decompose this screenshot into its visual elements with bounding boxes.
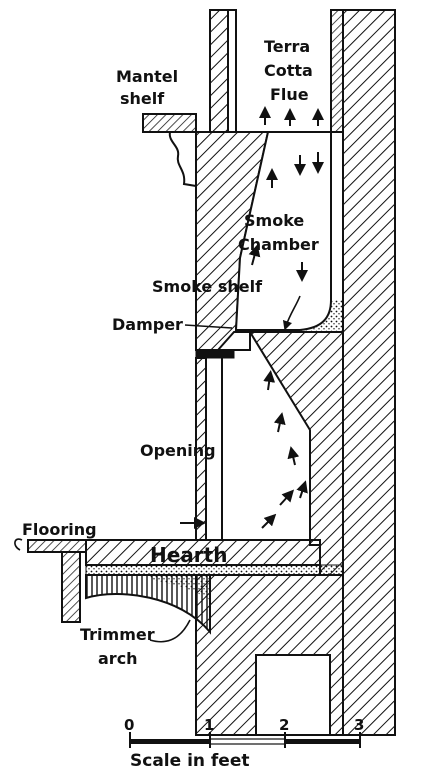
lintel	[195, 349, 235, 359]
label-smoke-shelf: Smoke shelf	[152, 277, 263, 296]
scale-tick-0: 0	[124, 716, 134, 734]
ash-pit	[255, 654, 331, 736]
mantel-bracket	[168, 131, 197, 187]
smoke-flow-arrows	[180, 106, 324, 529]
label-mantel-1: Mantel	[116, 67, 178, 86]
label-mantel-2: shelf	[120, 89, 165, 108]
scale-tick-2: 2	[279, 716, 289, 734]
label-flue-2: Cotta	[264, 61, 313, 80]
label-chamber-2: Chamber	[238, 235, 319, 254]
label-opening: Opening	[140, 441, 216, 460]
label-damper: Damper	[112, 315, 183, 334]
fireback-block	[248, 331, 344, 576]
flooring-board	[27, 539, 87, 553]
smoke-shelf-fill	[300, 300, 343, 332]
flue-liner-left	[227, 9, 237, 133]
chimney-breast-upper	[209, 9, 229, 133]
scale-bar: 0 1 2 3 Scale in feet	[124, 716, 364, 771]
label-trimmer-1: Trimmer	[80, 625, 155, 644]
label-trimmer-2: arch	[98, 649, 138, 668]
rear-chimney-wall	[342, 9, 396, 736]
label-flue-3: Flue	[270, 85, 309, 104]
label-hearth: Hearth	[150, 543, 227, 567]
label-flooring: Flooring	[22, 520, 97, 539]
mantel-shelf	[142, 113, 197, 133]
flue-liner-right	[330, 9, 344, 133]
label-flue-1: Terra	[264, 37, 310, 56]
floor-joist	[61, 551, 81, 623]
scale-tick-1: 1	[204, 716, 214, 734]
leader-lines	[14, 295, 301, 643]
damper-plate	[215, 331, 251, 351]
label-chamber-1: Smoke	[244, 211, 304, 230]
scale-caption: Scale in feet	[130, 751, 250, 771]
scale-tick-3: 3	[354, 716, 364, 734]
